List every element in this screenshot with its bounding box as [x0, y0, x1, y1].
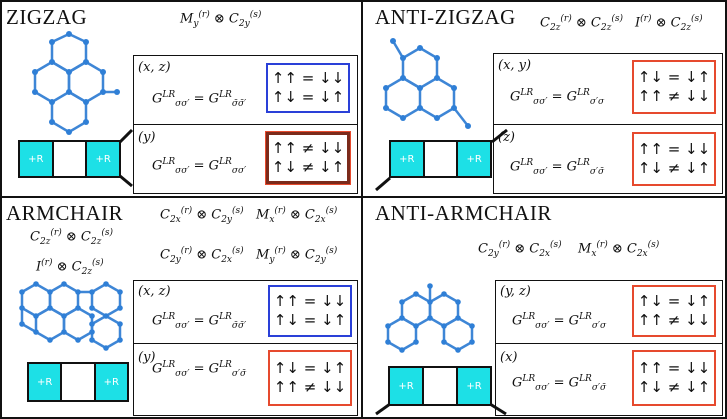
- zigzag-symmetry: My(r) ⊗ C2y(s): [180, 10, 262, 29]
- armchair-symmetry-3: C2z(r) ⊗ C2z(s): [30, 228, 113, 247]
- anti-zigzag-row1-equation: GLRσσ′ = GLRσ′σ: [510, 88, 605, 107]
- anti-armchair-strip: +R +R: [388, 366, 492, 406]
- armchair-row2-equation: GLRσσ′ = GLRσ′σ̄: [152, 360, 247, 379]
- divider-vertical: [361, 0, 363, 419]
- anti-armchair-table: [495, 280, 723, 416]
- strip-right-cell: +R: [458, 368, 490, 404]
- strip-right-cell: +R: [87, 142, 120, 176]
- anti-armchair-title: ANTI-ARMCHAIR: [375, 201, 552, 225]
- zigzag-title: ZIGZAG: [6, 5, 88, 29]
- armchair-row2-condition: (y): [138, 350, 156, 365]
- armchair-row1-condition: (x, z): [138, 284, 171, 299]
- anti-armchair-row1-relations: ↑↓ = ↓↑↑↑ ≠ ↓↓: [632, 285, 716, 337]
- anti-zigzag-symmetry-2: I(r) ⊗ C2z(s): [635, 14, 703, 33]
- armchair-row-separator: [133, 343, 358, 344]
- anti-armchair-symmetry-2: Mx(r) ⊗ C2x(s): [578, 240, 660, 259]
- anti-zigzag-molecule: [383, 38, 471, 129]
- strip-right-cell: +R: [95, 364, 127, 400]
- armchair-table: [133, 280, 358, 416]
- anti-armchair-row2-equation: GLRσσ′ = GLRσ′σ̄: [512, 374, 607, 393]
- armchair-row1-equation: GLRσσ′ = GLRσ̄σ̄′: [152, 312, 247, 331]
- zigzag-row2-condition: (y): [138, 130, 156, 145]
- strip-left-cell: +R: [391, 142, 423, 176]
- armchair-symmetry-2: Mx(r) ⊗ C2x(s): [256, 206, 338, 225]
- zigzag-strip: +R +R: [18, 140, 121, 178]
- anti-armchair-row1-equation: GLRσσ′ = GLRσ′σ: [512, 312, 607, 331]
- anti-armchair-row-separator: [495, 343, 723, 344]
- strip-middle-cell: [51, 142, 88, 176]
- anti-zigzag-strip-edges: [375, 128, 508, 192]
- armchair-strip: +R +R: [27, 362, 129, 402]
- divider-horizontal: [0, 196, 727, 198]
- anti-zigzag-table: [493, 53, 723, 194]
- anti-zigzag-row1-condition: (x, y): [498, 58, 532, 73]
- anti-zigzag-row1-relations: ↑↓ = ↓↑↑↑ ≠ ↓↓: [632, 60, 716, 114]
- zigzag-strip-edges: [118, 128, 134, 188]
- armchair-symmetry-1: C2x(r) ⊗ C2y(s): [160, 206, 244, 225]
- zigzag-row-separator: [133, 124, 358, 125]
- anti-zigzag-row2-relations: ↑↑ = ↓↓↑↓ ≠ ↓↑: [632, 132, 716, 186]
- anti-armchair-row2-condition: (x): [500, 350, 518, 365]
- anti-armchair-symmetry-1: C2y(r) ⊗ C2x(s): [478, 240, 562, 259]
- armchair-symmetry-4: C2y(r) ⊗ C2x(s): [160, 246, 244, 265]
- zigzag-row2-relations: ↑↑ ≠ ↓↓↑↓ ≠ ↓↑: [265, 131, 351, 185]
- armchair-title: ARMCHAIR: [6, 201, 124, 225]
- anti-armchair-strip-edges: [375, 402, 507, 416]
- anti-zigzag-title: ANTI-ZIGZAG: [375, 5, 516, 29]
- anti-zigzag-strip: +R +R: [389, 140, 492, 178]
- strip-left-cell: +R: [29, 364, 61, 400]
- strip-left-cell: +R: [20, 142, 52, 176]
- anti-armchair-molecule: [385, 283, 475, 353]
- anti-zigzag-row2-equation: GLRσσ′ = GLRσ′σ̄: [510, 158, 605, 177]
- zigzag-row2-equation: GLRσσ′ = GLRσσ′: [152, 157, 247, 176]
- strip-right-cell: +R: [458, 142, 491, 176]
- zigzag-row1-equation: GLRσσ′ = GLRσ̄σ̄′: [152, 90, 247, 109]
- zigzag-row1-condition: (x, z): [138, 60, 171, 75]
- strip-middle-cell: [60, 364, 96, 400]
- anti-zigzag-row2-condition: (z): [498, 130, 515, 145]
- anti-zigzag-row-separator: [493, 124, 723, 125]
- strip-middle-cell: [422, 368, 458, 404]
- armchair-symmetry-5: My(r) ⊗ C2y(s): [256, 246, 338, 265]
- armchair-symmetry-6: I(r) ⊗ C2z(s): [36, 258, 104, 277]
- zigzag-row1-relations: ↑↑ = ↓↓↑↓ = ↓↑: [266, 63, 350, 113]
- anti-armchair-row1-condition: (y, z): [500, 284, 531, 299]
- zigzag-molecule: [32, 31, 120, 135]
- armchair-row2-relations: ↑↓ = ↓↑↑↑ ≠ ↓↓: [268, 350, 352, 406]
- anti-armchair-row2-relations: ↑↑ = ↓↓↑↓ ≠ ↓↑: [632, 350, 716, 406]
- armchair-row1-relations: ↑↑ = ↓↓↑↓ = ↓↑: [268, 285, 352, 337]
- strip-middle-cell: [422, 142, 459, 176]
- armchair-molecule: [19, 281, 123, 351]
- strip-left-cell: +R: [390, 368, 422, 404]
- anti-zigzag-symmetry-1: C2z(r) ⊗ C2z(s): [540, 14, 623, 33]
